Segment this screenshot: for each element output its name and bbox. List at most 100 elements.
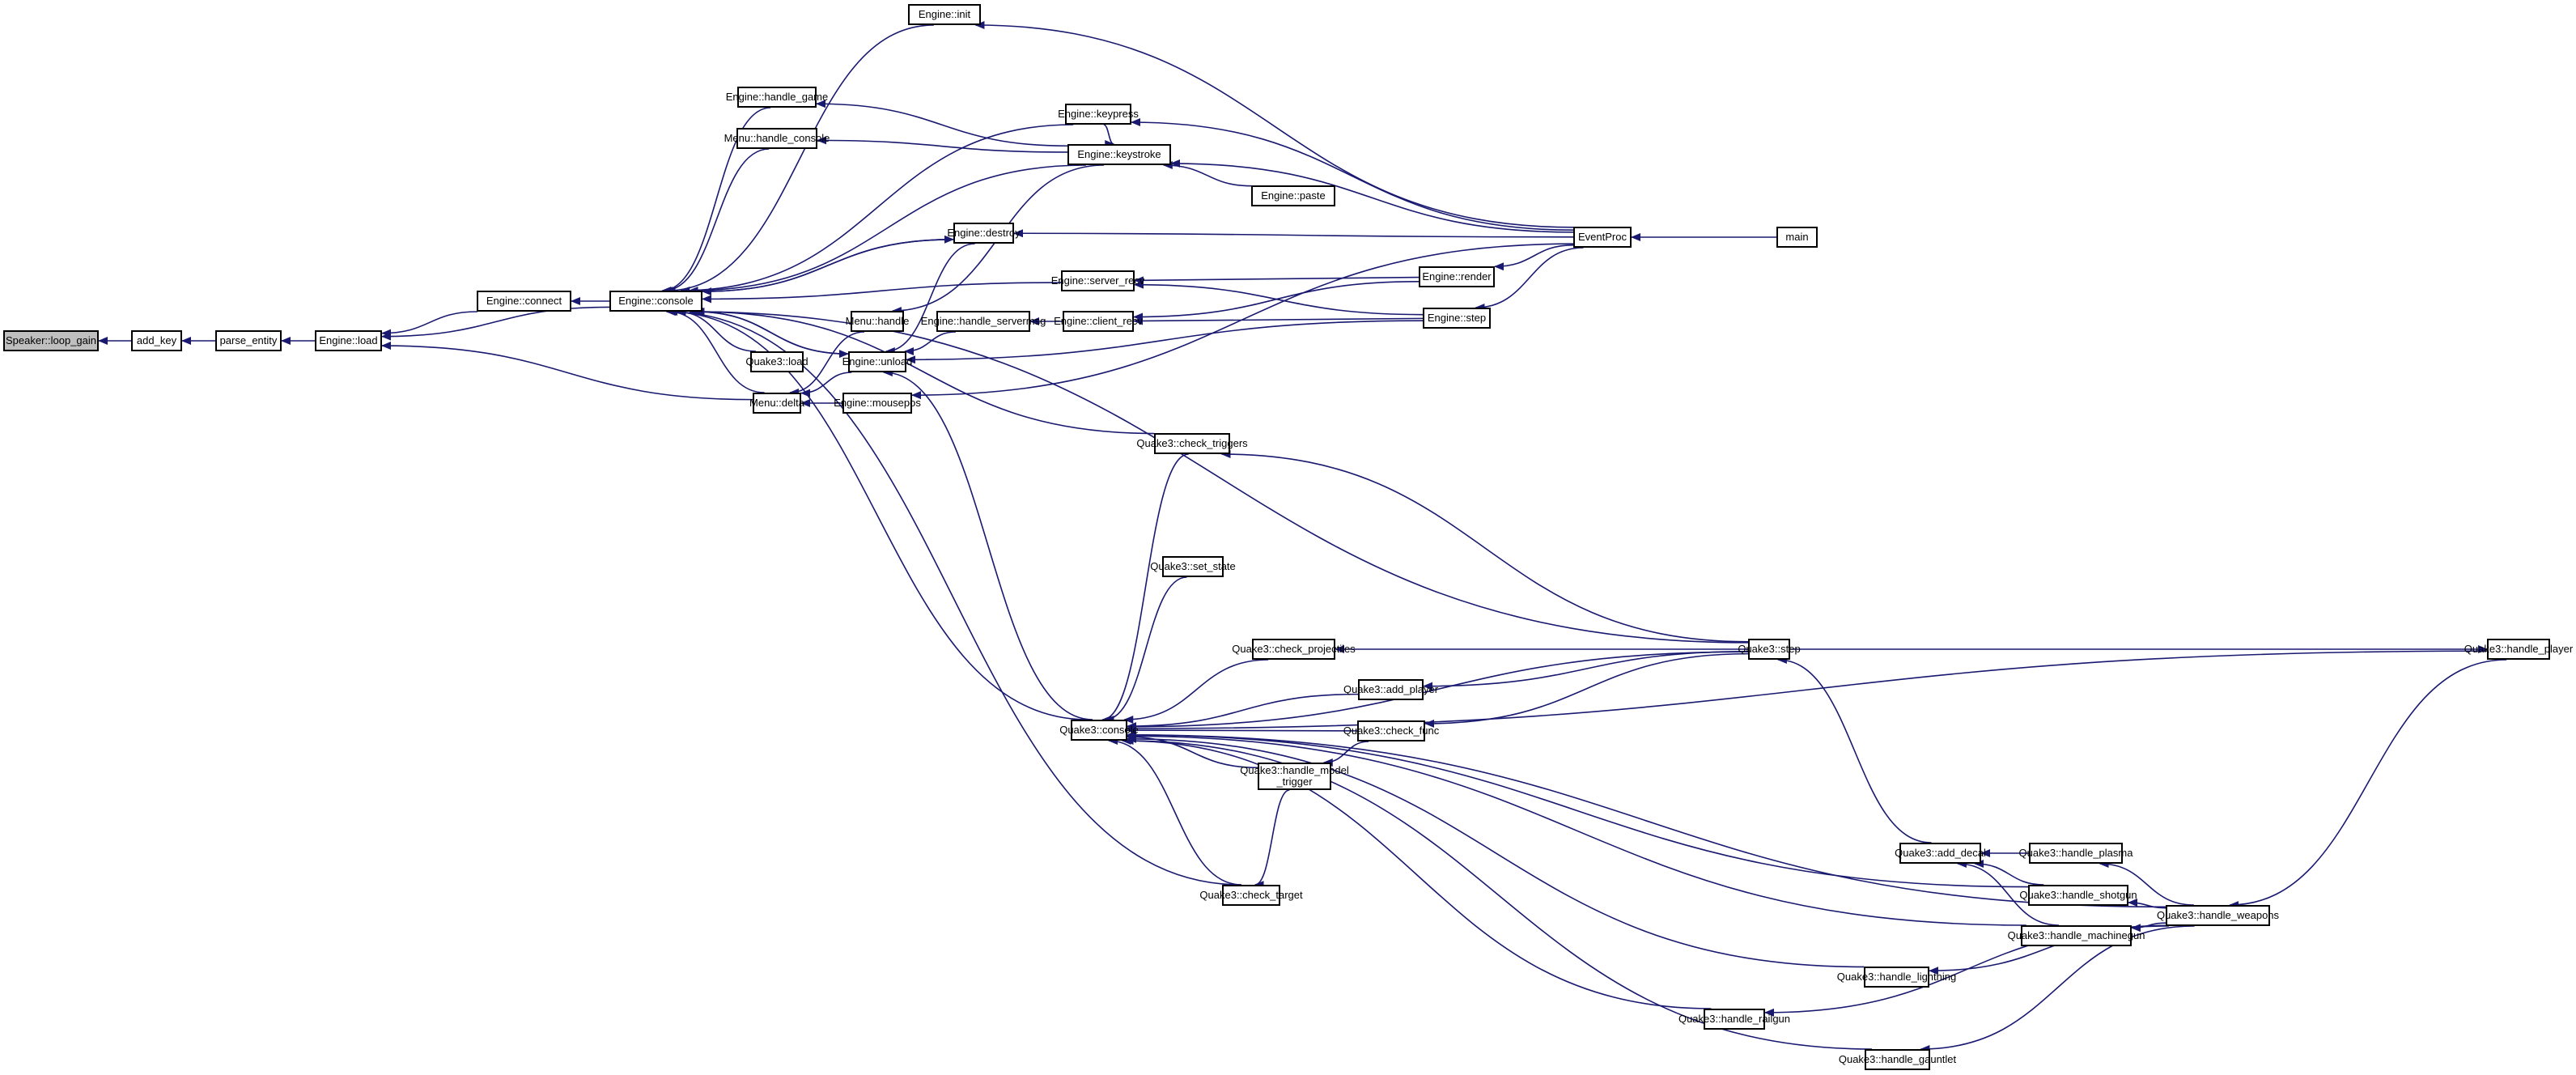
edge-q3_add_decal-to-q3_step: [1776, 656, 1932, 843]
node-menu-handle-console[interactable]: Menu::handle_console: [724, 128, 830, 149]
node-engine-console[interactable]: Engine::console: [609, 291, 702, 312]
node-engine-keystroke[interactable]: Engine::keystroke: [1067, 144, 1171, 165]
node-quake3-check-target[interactable]: Quake3::check_target: [1199, 885, 1303, 906]
edge-q3_handle_shotgun-to-q3_console: [1127, 730, 2029, 888]
edge-q3_check_target-to-engine_console: [665, 308, 1241, 886]
node-main[interactable]: main: [1776, 227, 1818, 248]
edge-q3_handle_machinegun-to-q3_add_decal: [1956, 860, 2060, 926]
node-quake3-check-triggers[interactable]: Quake3::check_triggers: [1136, 433, 1248, 454]
edge-q3_handle_lightning-to-q3_console: [1127, 734, 1865, 968]
edge-menu_delta-to-engine_load: [381, 342, 753, 401]
node-speaker-loop-gain[interactable]: Speaker::loop_gain: [3, 330, 99, 351]
node-quake3-load[interactable]: Quake3::load: [745, 351, 808, 372]
node-engine-render[interactable]: Engine::render: [1419, 266, 1495, 287]
edge-menu_handle_console-to-engine_console: [663, 148, 770, 295]
edge-q3_console-to-engine_console: [665, 308, 1089, 720]
edge-q3_step-to-q3_check_triggers: [1220, 450, 1749, 643]
edge-engine_render-to-engine_server_recv: [1134, 276, 1420, 285]
node-add-key[interactable]: add_key: [131, 330, 182, 351]
edge-q3_handle_railgun-to-q3_console: [1121, 737, 1712, 1009]
edge-engine_step-to-engine_unload: [906, 320, 1424, 364]
edge-eventproc-to-engine_keystroke: [1170, 159, 1574, 233]
edge-eventproc-to-engine_destroy: [1013, 229, 1574, 238]
edge-engine_keystroke-to-menu_handle_console: [817, 136, 1068, 153]
node-engine-step[interactable]: Engine::step: [1423, 308, 1491, 329]
edge-menu_delta-to-engine_console: [667, 308, 765, 393]
node-quake3-handle-railgun[interactable]: Quake3::handle_railgun: [1678, 1009, 1790, 1030]
node-engine-load[interactable]: Engine::load: [315, 330, 382, 351]
node-quake3-check-projectiles[interactable]: Quake3::check_projectiles: [1232, 639, 1356, 660]
edge-q3_check_func-to-q3_handle_model_trigger: [1322, 741, 1369, 767]
edge-engine_server_recv-to-engine_console: [702, 282, 1062, 304]
edge-engine_keypress-to-engine_keystroke: [1103, 124, 1115, 148]
edge-q3_check_target-to-q3_console: [1107, 737, 1242, 886]
node-engine-server-recv[interactable]: Engine::server_recv: [1051, 270, 1144, 291]
edge-q3_add_player-to-q3_console: [1127, 693, 1359, 731]
edge-eventproc-to-engine_mousepos: [911, 243, 1574, 400]
node-engine-mousepos[interactable]: Engine::mousepos: [834, 393, 921, 414]
edge-engine_connect-to-engine_load: [381, 311, 477, 338]
node-eventproc[interactable]: EventProc: [1573, 227, 1632, 248]
edge-q3_step-to-q3_check_func: [1424, 652, 1749, 728]
edge-eventproc-to-engine_keypress: [1131, 118, 1574, 232]
edge-engine_destroy-to-engine_unload: [885, 243, 975, 355]
node-quake3-handle-model-trigger[interactable]: Quake3::handle_model _trigger: [1240, 763, 1349, 790]
edge-q3_check_projectiles-to-q3_console: [1123, 659, 1269, 724]
edge-engine_handle_servermsg-to-engine_unload: [904, 331, 956, 355]
edge-q3_step-to-q3_console: [1127, 651, 1749, 731]
node-parse-entity[interactable]: parse_entity: [215, 330, 282, 351]
node-quake3-handle-gauntlet[interactable]: Quake3::handle_gauntlet: [1839, 1049, 1956, 1070]
node-quake3-step[interactable]: Quake3::step: [1738, 639, 1801, 660]
node-menu-delta[interactable]: Menu::delta: [749, 393, 804, 414]
node-quake3-add-player[interactable]: Quake3::add_player: [1343, 679, 1438, 700]
edge-engine_init-to-engine_console: [665, 24, 934, 295]
node-quake3-handle-machinegun[interactable]: Quake3::handle_machinegun: [2008, 925, 2145, 946]
edge-engine_keypress-to-engine_console: [680, 124, 1074, 295]
edge-q3_console-to-engine_unload: [882, 368, 1093, 720]
edge-engine_console-to-engine_unload: [694, 311, 849, 359]
edge-q3_step-to-engine_console: [689, 308, 1749, 644]
node-engine-keypress[interactable]: Engine::keypress: [1058, 104, 1139, 125]
edge-q3_set_state-to-q3_console: [1104, 576, 1187, 724]
edge-q3_check_triggers-to-engine_console: [694, 308, 1155, 435]
node-quake3-handle-player[interactable]: Quake3::handle_player: [2464, 639, 2573, 660]
edge-engine_console-to-engine_destroy: [702, 235, 954, 292]
node-quake3-handle-lightning[interactable]: Quake3::handle_lightning: [1837, 967, 1956, 988]
node-quake3-handle-plasma[interactable]: Quake3::handle_plasma: [2019, 843, 2133, 864]
node-engine-client-recv[interactable]: Engine::client_recv: [1054, 311, 1143, 332]
edge-eventproc-to-engine_init: [974, 21, 1574, 228]
node-engine-init[interactable]: Engine::init: [908, 4, 981, 25]
edge-q3_check_func-to-q3_console: [1127, 726, 1358, 735]
node-quake3-handle-weapons[interactable]: Quake3::handle_weapons: [2157, 905, 2279, 926]
edge-q3_handle_weapons-to-q3_handle_plasma: [2099, 860, 2194, 906]
edge-engine_unload-to-menu_delta: [800, 372, 852, 397]
node-engine-destroy[interactable]: Engine::destroy: [947, 223, 1021, 244]
edge-q3_handle_player-to-q3_handle_weapons: [2229, 659, 2507, 909]
node-menu-handle[interactable]: Menu::handle: [846, 311, 909, 332]
node-quake3-check-func[interactable]: Quake3::check_func: [1343, 720, 1439, 741]
node-quake3-handle-shotgun[interactable]: Quake3::handle_shotgun: [2019, 885, 2137, 906]
edge-q3_handle_machinegun-to-q3_console: [1127, 732, 2026, 926]
edge-engine_keystroke-to-engine_console: [688, 164, 1086, 295]
node-quake3-set-state[interactable]: Quake3::set_state: [1150, 556, 1236, 577]
edge-q3_handle_model_trigger-to-q3_console: [1127, 733, 1258, 769]
edge-q3_handle_gauntlet-to-q3_console: [1123, 737, 1872, 1050]
node-engine-paste[interactable]: Engine::paste: [1251, 185, 1335, 206]
edge-q3_handle_weapons-to-q3_handle_shotgun: [2128, 898, 2166, 909]
edge-engine_handle_game-to-engine_console: [661, 107, 771, 295]
edge-q3_handle_model_trigger-to-q3_check_target: [1254, 789, 1290, 889]
edge-engine_step-to-engine_client_recv: [1133, 317, 1424, 325]
node-engine-connect[interactable]: Engine::connect: [477, 291, 571, 312]
node-quake3-add-decal[interactable]: Quake3::add_decal: [1895, 843, 1986, 864]
node-quake3-console[interactable]: Quake3::console: [1059, 720, 1139, 741]
edge-q3_handle_shotgun-to-q3_add_decal: [1974, 860, 2044, 886]
node-engine-handle-servermsg[interactable]: Engine::handle_servermsg: [921, 311, 1046, 332]
edge-q3_handle_weapons-to-q3_console: [1127, 730, 2166, 908]
node-engine-handle-game[interactable]: Engine::handle_game: [726, 87, 828, 108]
edge-q3_check_triggers-to-q3_console: [1101, 453, 1189, 724]
edge-engine_render-to-engine_client_recv: [1133, 281, 1420, 321]
edge-eventproc-to-engine_step: [1475, 247, 1584, 312]
node-engine-unload[interactable]: Engine::unload: [842, 351, 912, 372]
edge-q3_handle_weapons-to-q3_handle_gauntlet: [1920, 925, 2195, 1053]
